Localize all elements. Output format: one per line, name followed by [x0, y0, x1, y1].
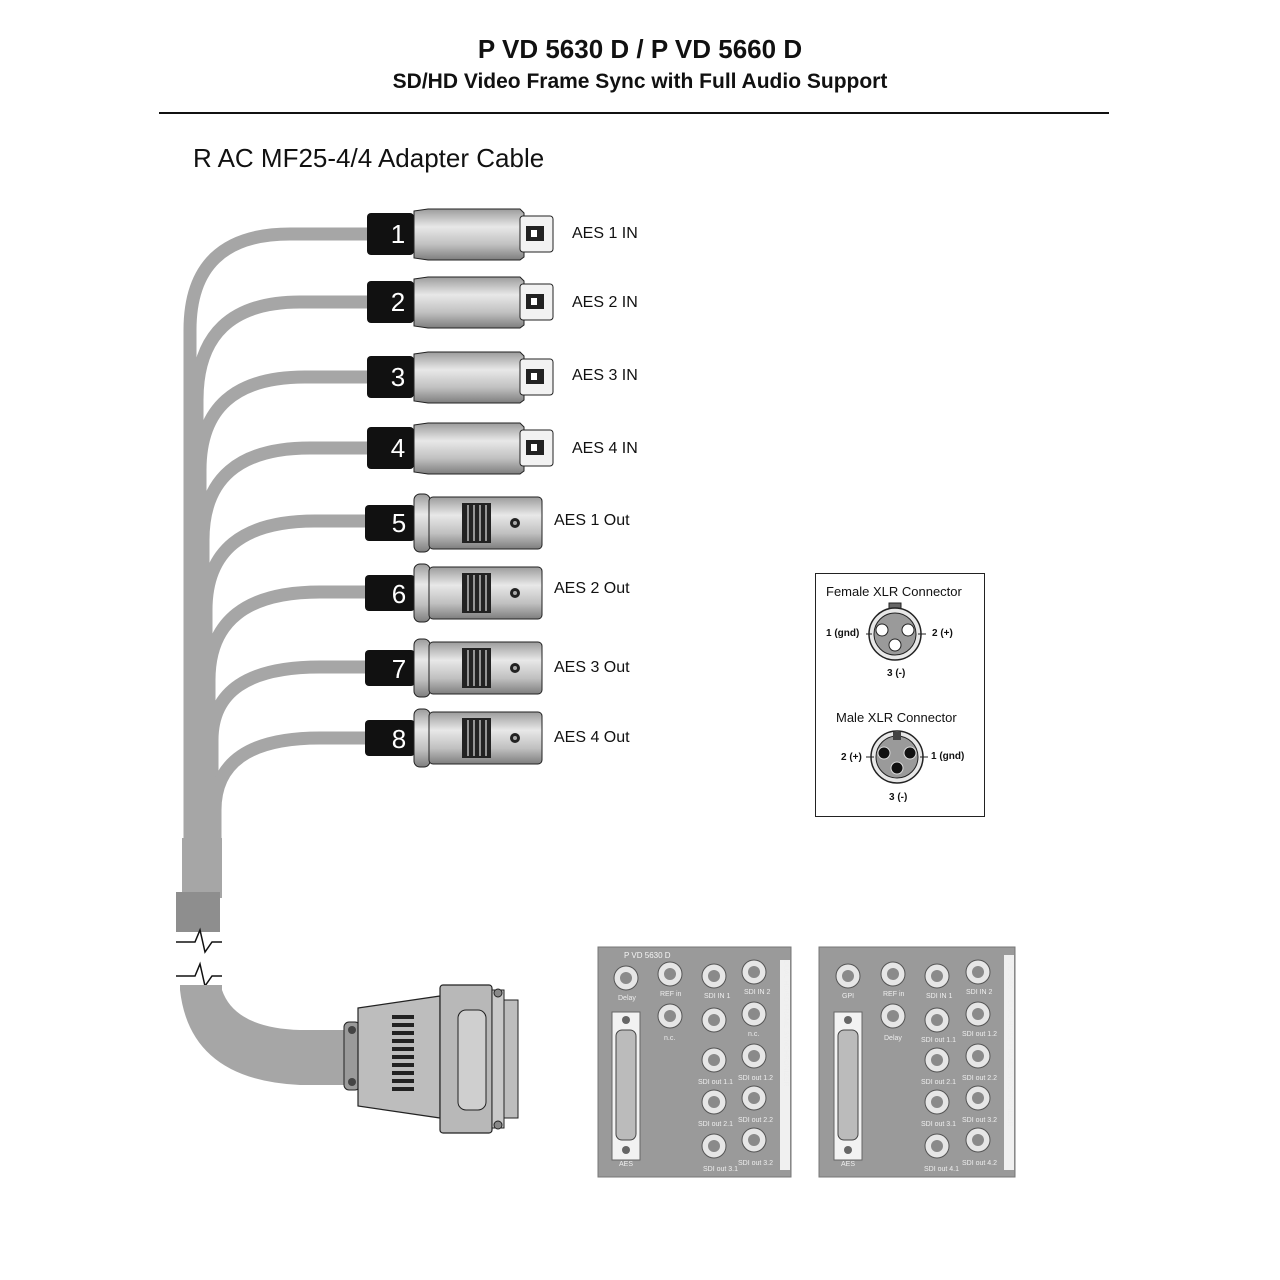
female-pin-3: 3 (-): [887, 668, 906, 679]
connector-number-7: 7: [392, 654, 406, 684]
page-title: P VD 5630 D / P VD 5660 D: [477, 34, 803, 64]
connector-number-6: 6: [392, 579, 406, 609]
panel-5660-label-sdi-out-3-2: SDI out 3.2: [962, 1117, 997, 1124]
panel-5630-label-sdi-out-3-1: SDI out 3.1: [703, 1166, 738, 1173]
panel-5630-label-sdi-out-3-2: SDI out 3.2: [738, 1160, 773, 1167]
panel-5660-side-label-2: DUAL HD/SD FRAME SYNCHRONIZER: [1006, 1000, 1013, 1127]
cable-sleeve: [176, 892, 220, 932]
xlr-female-3: [367, 351, 554, 404]
male-pin-2: 2 (+): [841, 752, 862, 763]
male-pin-3: 3 (-): [889, 792, 908, 803]
panel-5630-label-sdi-in-2: SDI IN 2: [744, 989, 771, 996]
panel-5660-label-sdi-in-1: SDI IN 1: [926, 993, 953, 1000]
connector-number-2: 2: [391, 287, 405, 317]
panel-5630-label-nc-2: n.c.: [748, 1031, 759, 1038]
panel-5660-label-sdi-out-4-1: SDI out 4.1: [924, 1166, 959, 1173]
rear-panel-5630: [597, 946, 792, 1178]
panel-5660-label-sdi-out-4-2: SDI out 4.2: [962, 1160, 997, 1167]
connector-number-3: 3: [391, 362, 405, 392]
cable-break-top: [176, 927, 222, 954]
panel-5630-label-sdi-out-2-2: SDI out 2.2: [738, 1117, 773, 1124]
panel-5660-label-sdi-out-2-2: SDI out 2.2: [962, 1075, 997, 1082]
connector-label-4: AES 4 IN: [572, 440, 638, 457]
connector-number-5: 5: [392, 508, 406, 538]
panel-5630-side-label: DUAL HD/SD FRAME SYNCHRONIZER: [782, 960, 789, 1087]
cable-title: R AC MF25-4/4 Adapter Cable: [193, 143, 545, 173]
xlr-male-8: [365, 708, 543, 768]
male-pin-1: 1 (gnd): [931, 751, 965, 762]
panel-5660-label-sdi-out-1-2: SDI out 1.2: [962, 1031, 997, 1038]
female-xlr-diagram: [866, 602, 926, 661]
panel-5630-label-sdi-out-2-1: SDI out 2.1: [698, 1121, 733, 1128]
panel-5660-label-sdi-out-1-1: SDI out 1.1: [921, 1037, 956, 1044]
panel-5630-label-aes: AES: [619, 1161, 633, 1168]
xlr-male-7: [365, 638, 543, 698]
header-divider: [159, 112, 1109, 114]
panel-5630-title: P VD 5630 D: [624, 951, 671, 960]
panel-5660-side-label: P VD 5660: [1006, 955, 1013, 989]
connector-number-4: 4: [391, 433, 405, 463]
rear-panel-5660: [818, 946, 1016, 1178]
panel-5660-label-aes: AES: [841, 1161, 855, 1168]
xlr-legend: [815, 573, 985, 817]
connector-number-8: 8: [392, 724, 406, 754]
panel-5630-label-sdi-in-1: SDI IN 1: [704, 993, 731, 1000]
panel-5630-label-nc-1: n.c.: [664, 1035, 675, 1042]
connector-label-6: AES 2 Out: [554, 580, 630, 597]
connector-label-8: AES 4 Out: [554, 729, 630, 746]
connector-label-1: AES 1 IN: [572, 225, 638, 242]
panel-5660-label-ref: REF in: [883, 991, 905, 998]
xlr-male-6: [365, 563, 543, 623]
cable-lower: [180, 985, 355, 1085]
xlr-female-2: [367, 276, 554, 329]
cable-branches: [183, 227, 377, 897]
panel-5630-label-sdi-out-1-2: SDI out 1.2: [738, 1075, 773, 1082]
cable-bundle: [182, 838, 222, 898]
xlr-female-4: [367, 422, 554, 475]
panel-5660-label-delay: Delay: [884, 1035, 902, 1042]
female-pin-1: 1 (gnd): [826, 628, 860, 639]
connector-label-2: AES 2 IN: [572, 294, 638, 311]
connector-label-3: AES 3 IN: [572, 367, 638, 384]
cable-break-bottom: [176, 961, 222, 988]
female-pin-2: 2 (+): [932, 628, 953, 639]
panel-5660-label-gpi: GPI: [842, 993, 854, 1000]
xlr-male-5: [365, 493, 543, 553]
female-xlr-title: Female XLR Connector: [826, 584, 962, 599]
panel-5660-label-sdi-in-2: SDI IN 2: [966, 989, 993, 996]
panel-5630-label-ref: REF in: [660, 991, 682, 998]
connector-label-7: AES 3 Out: [554, 659, 630, 676]
panel-5630-label-delay: Delay: [618, 995, 636, 1002]
panel-5630-label-sdi-out-1-1: SDI out 1.1: [698, 1079, 733, 1086]
xlr-female-1: [367, 208, 554, 261]
db25-connector: [343, 984, 519, 1134]
panel-5660-label-sdi-out-2-1: SDI out 2.1: [921, 1079, 956, 1086]
panel-5660-label-sdi-out-3-1: SDI out 3.1: [921, 1121, 956, 1128]
connector-label-5: AES 1 Out: [554, 512, 630, 529]
connector-number-1: 1: [391, 219, 405, 249]
page-subtitle: SD/HD Video Frame Sync with Full Audio S…: [392, 70, 888, 93]
male-xlr-title: Male XLR Connector: [836, 710, 957, 725]
male-xlr-diagram: [866, 730, 928, 784]
